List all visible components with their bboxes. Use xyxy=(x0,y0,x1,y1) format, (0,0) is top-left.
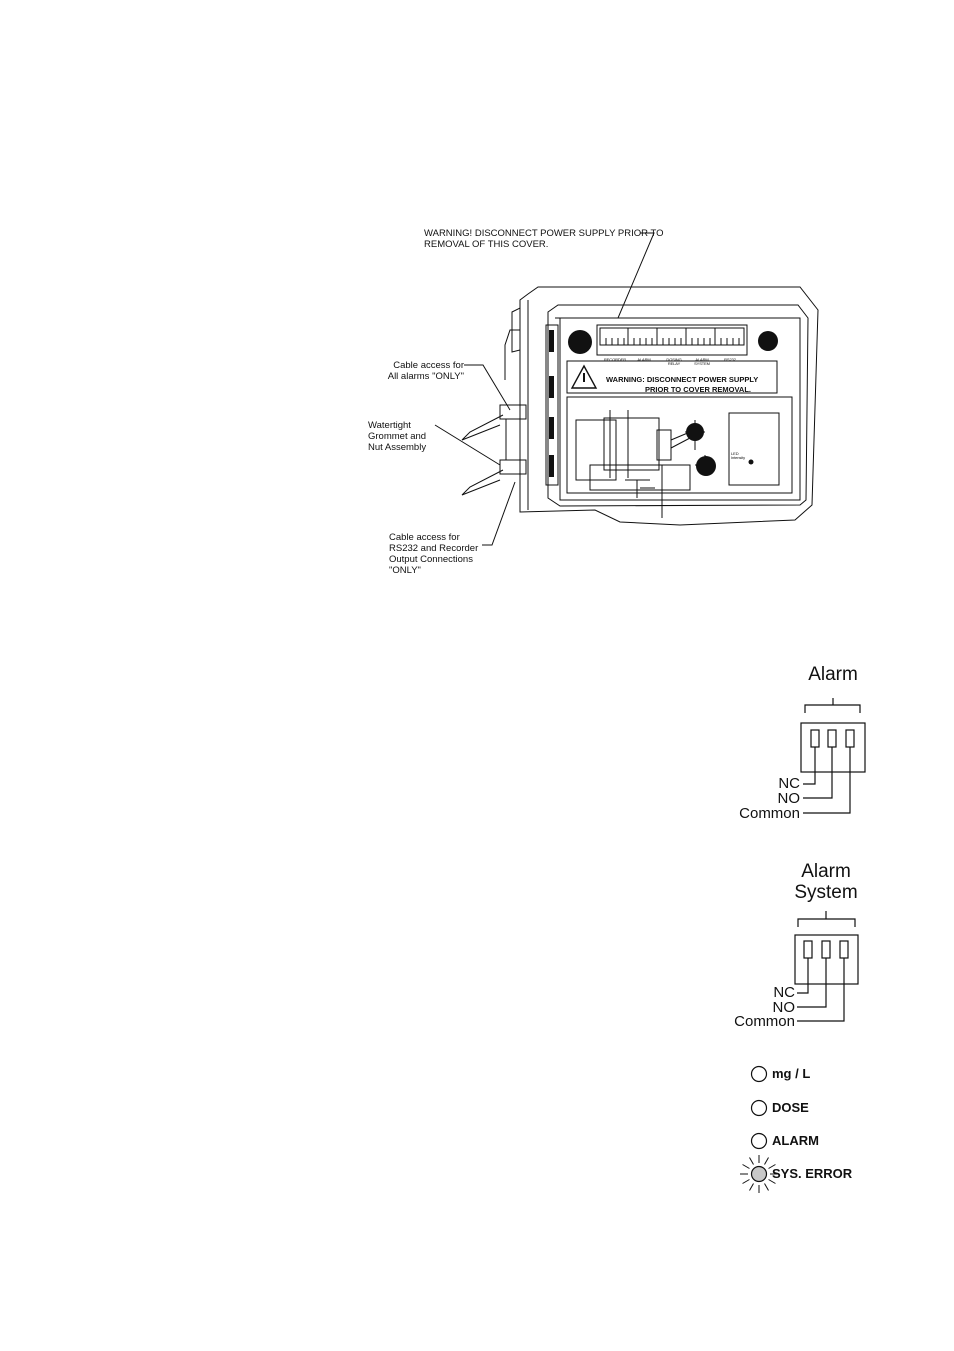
callout-alarms-line1: Cable access for xyxy=(393,360,464,371)
alarm-pin-no: NO xyxy=(777,790,801,807)
flash-ray xyxy=(749,1157,754,1165)
alarm-system-title-line1: Alarm xyxy=(801,861,851,882)
cover-screw-icon xyxy=(758,331,778,351)
led-sys-error-icon xyxy=(750,1165,768,1183)
led-alarm-icon xyxy=(750,1132,768,1150)
alarm-pin-common: Common xyxy=(739,805,800,822)
callout-grommet-line2: Grommet and xyxy=(368,431,427,442)
flash-ray xyxy=(742,1179,750,1184)
led-mg-l-icon xyxy=(750,1065,768,1083)
inner-warning-line1: WARNING: DISCONNECT POWER SUPPLY xyxy=(606,375,759,384)
callout-leader-rs232 xyxy=(482,481,516,546)
callout-rs232-line4: "ONLY" xyxy=(389,565,421,576)
callout-rs232-line1: Cable access for xyxy=(389,532,460,543)
callout-grommet-line3: Nut Assembly xyxy=(368,442,427,453)
door-panel xyxy=(547,304,809,507)
top-warning-leader xyxy=(617,232,655,319)
warning-triangle-icon xyxy=(570,364,598,389)
callout-alarms-line2: All alarms "ONLY" xyxy=(387,371,464,382)
callout-cable-access-alarms: Cable access for All alarms "ONLY" xyxy=(386,360,464,382)
top-warning-callout: WARNING! DISCONNECT POWER SUPPLY PRIOR T… xyxy=(424,228,663,250)
flashing-rays-icon xyxy=(740,1155,778,1193)
terminal-label-recorder: RECORDER xyxy=(603,357,627,362)
flash-ray xyxy=(742,1164,750,1169)
callout-rs232-line3: Output Connections xyxy=(389,554,473,565)
led-intensity-pot-icon xyxy=(748,459,754,465)
alarm-system-pin-common: Common xyxy=(734,1013,795,1030)
cover-screw-icon xyxy=(696,456,716,476)
top-warning-line1: WARNING! DISCONNECT POWER SUPPLY PRIOR T… xyxy=(424,228,664,239)
led-intensity-label: LED Intensity xyxy=(731,451,745,460)
alarm-pin-nc: NC xyxy=(778,775,800,792)
callout-leader-alarms xyxy=(464,364,511,411)
flash-ray xyxy=(764,1183,769,1191)
flash-ray xyxy=(749,1183,754,1191)
cable-upper xyxy=(461,414,504,441)
alarm-system-pin-nc: NC xyxy=(773,984,795,1001)
led-dose-icon xyxy=(750,1099,768,1117)
callout-cable-access-rs232: Cable access for RS232 and Recorder Outp… xyxy=(389,532,478,576)
alarm-system-title-line2: System xyxy=(794,882,858,903)
flash-ray xyxy=(768,1164,776,1169)
top-warning-line2: REMOVAL OF THIS COVER. xyxy=(424,239,549,250)
terminal-label-dosing-relay: DOSING RELAY xyxy=(666,357,682,366)
flash-ray xyxy=(764,1157,769,1165)
cover-screw-icon xyxy=(686,423,704,441)
terminal-label-alarm-system: ALARM SYSTEM xyxy=(694,357,710,366)
flash-ray xyxy=(768,1179,776,1184)
terminal-label-alarm: ALARM xyxy=(637,357,651,362)
callout-grommet-line1: Watertight xyxy=(368,420,411,431)
alarm-system-pin-no: NO xyxy=(772,999,796,1016)
callout-rs232-line2: RS232 and Recorder xyxy=(389,543,479,554)
led-label-mg-l: mg / L xyxy=(772,1066,811,1081)
led-label-alarm: ALARM xyxy=(772,1133,819,1148)
housing-outline xyxy=(519,286,819,526)
cable-lower xyxy=(461,469,504,496)
alarm-connector-title: Alarm xyxy=(808,664,858,685)
inner-warning-line2: PRIOR TO COVER REMOVAL. xyxy=(645,385,751,394)
callout-grommet: Watertight Grommet and Nut Assembly xyxy=(368,420,426,453)
terminal-label-rs232: RS232 xyxy=(724,357,736,362)
callout-leader-grommet xyxy=(434,424,501,466)
cover-screw-icon xyxy=(568,330,592,354)
led-label-dose: DOSE xyxy=(772,1100,809,1115)
led-label-sys-error: SYS. ERROR xyxy=(772,1166,853,1181)
